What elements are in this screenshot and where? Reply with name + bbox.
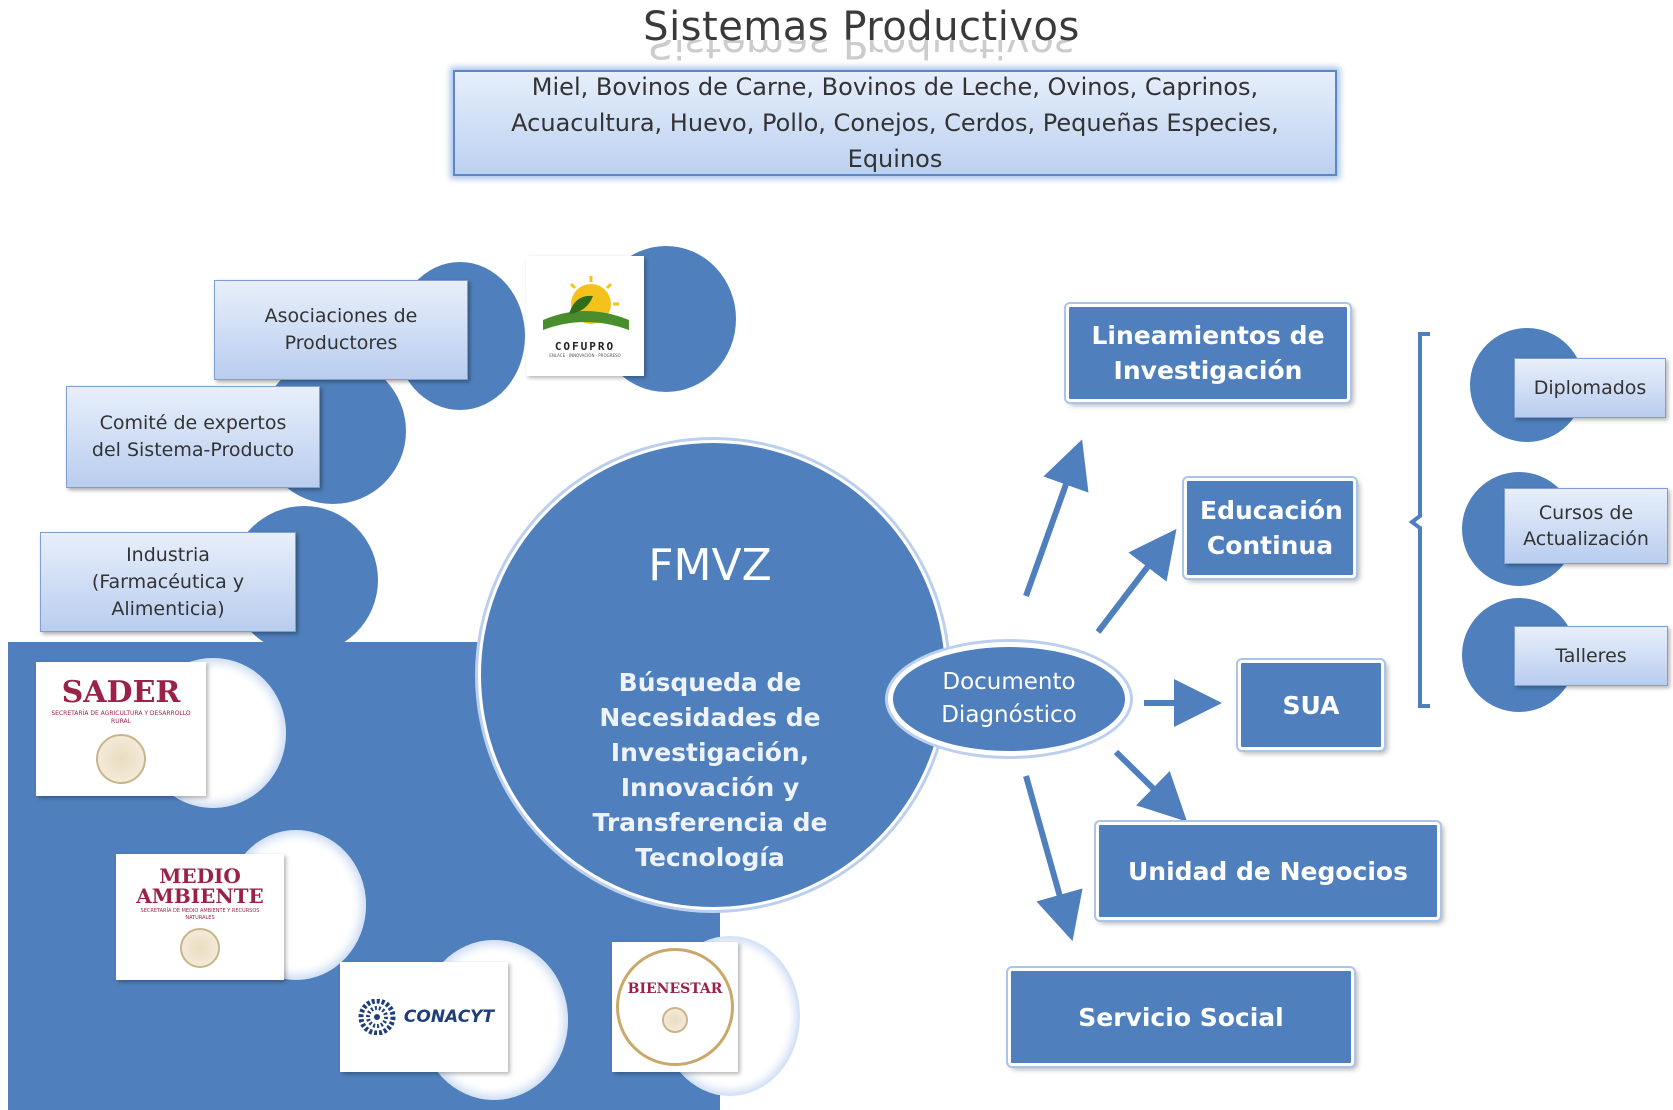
comite-box: Comité de expertos del Sistema-Producto [66,386,320,488]
sader-subtitle: SECRETARÍA DE AGRICULTURA Y DESARROLLO R… [51,709,191,725]
diplomados-box: Diplomados [1514,358,1666,418]
asociaciones-label: Asociaciones de Productores [264,305,418,354]
fmvz-title: FMVZ [648,540,772,591]
arrow-to-educacion [1095,528,1177,634]
comite-label: Comité de expertos del Sistema-Producto [91,412,295,461]
cofupro-text: COFUPRO [554,340,616,353]
sader-logo: SADER SECRETARÍA DE AGRICULTURA Y DESARR… [36,662,206,796]
cofupro-tagline: ENLACE · INNOVACIÓN · PROGRESO [549,353,621,358]
servicio-label: Servicio Social [1078,1002,1284,1032]
products-text: Miel, Bovinos de Carne, Bovinos de Leche… [511,73,1279,173]
cofupro-emblem-icon [543,276,629,330]
servicio-box: Servicio Social [1008,968,1354,1066]
cursos-box: Cursos de Actualización [1504,488,1668,564]
sader-seal-icon [96,733,146,784]
bienestar-seal-icon [662,1007,688,1033]
education-bracket [1408,332,1430,708]
educacion-box: Educación Continua [1184,478,1356,578]
talleres-label: Talleres [1555,645,1627,667]
conacyt-text: CONACYT [403,1007,495,1027]
industria-box: Industria (Farmacéutica y Alimenticia) [40,532,296,632]
conacyt-emblem-icon [358,999,396,1035]
medio-subtitle: SECRETARÍA DE MEDIO AMBIENTE Y RECURSOS … [140,908,260,921]
arrow-to-lineamientos [1023,439,1089,598]
negocios-label: Unidad de Negocios [1128,856,1408,886]
diagram-title: Sistemas Productivos [643,4,1080,50]
cursos-label: Cursos de Actualización [1523,502,1649,550]
bienestar-ring-icon: BIENESTAR [616,948,734,1066]
arrow-to-negocios [1113,749,1188,822]
lineamientos-label: Lineamientos de Investigación [1091,321,1325,385]
products-box: Miel, Bovinos de Carne, Bovinos de Leche… [453,70,1337,176]
medio-text: MEDIO AMBIENTE [136,864,264,908]
sader-text: SADER [61,674,181,710]
medio-ambiente-logo: MEDIO AMBIENTE SECRETARÍA DE MEDIO AMBIE… [116,854,284,980]
fmvz-circle [478,440,948,910]
sua-box: SUA [1238,660,1384,750]
negocios-box: Unidad de Negocios [1096,822,1440,920]
lineamientos-box: Lineamientos de Investigación [1066,304,1350,402]
documento-diagnostico: Documento Diagnóstico [888,642,1130,756]
medio-seal-icon [180,928,220,968]
diplomados-label: Diplomados [1533,377,1647,399]
documento-label: Documento Diagnóstico [941,669,1077,728]
conacyt-logo: CONACYT [340,962,508,1072]
arrow-to-servicio [1023,775,1083,942]
sua-label: SUA [1282,690,1340,720]
industria-label: Industria (Farmacéutica y Alimenticia) [91,543,245,620]
cofupro-logo: COFUPRO ENLACE · INNOVACIÓN · PROGRESO [526,256,644,376]
talleres-box: Talleres [1514,626,1668,686]
asociaciones-box: Asociaciones de Productores [214,280,468,380]
educacion-label: Educación Continua [1200,496,1343,560]
fmvz-subtitle: Búsqueda de Necesidades de Investigación… [592,668,828,872]
bienestar-logo: BIENESTAR [612,942,738,1072]
bienestar-text: BIENESTAR [627,981,723,997]
